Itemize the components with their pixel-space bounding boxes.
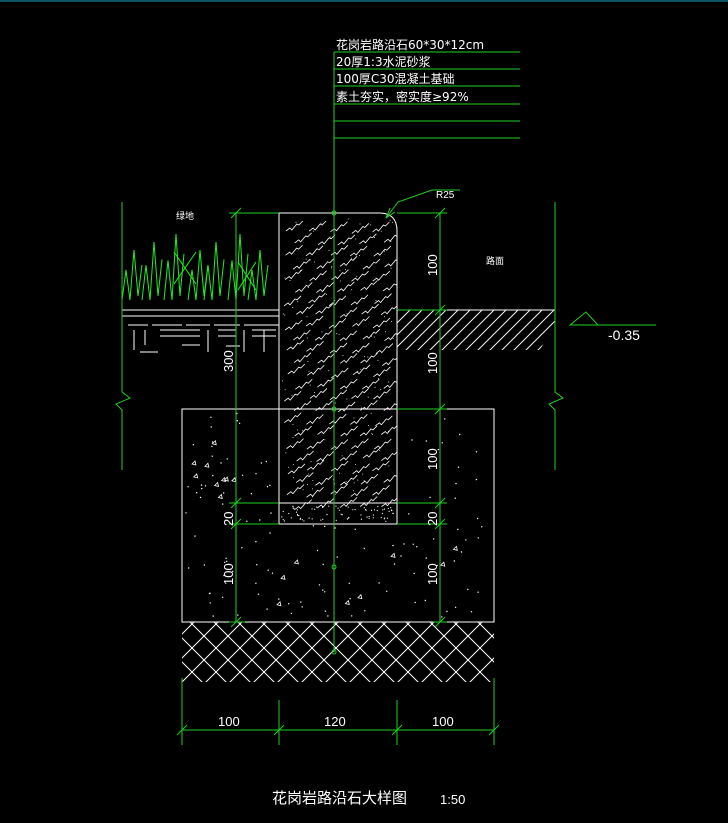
radius-label: R25 (436, 190, 455, 201)
dim-right-cushion: 20 (425, 512, 440, 526)
material-notes: 花岗岩路沿石60*30*12cm 20厚1:3水泥砂浆 100厚C30混凝土基础… (336, 37, 484, 104)
green-area-soil (122, 309, 279, 353)
dim-right-lower: 100 (425, 448, 440, 470)
note-soil: 素土夯实，密实度≥92% (336, 89, 469, 104)
drawing-scale: 1:50 (440, 792, 465, 807)
note-concrete: 100厚C30混凝土基础 (336, 71, 455, 86)
dim-bottom-left: 100 (218, 714, 240, 729)
note-mortar: 20厚1:3水泥砂浆 (336, 54, 431, 69)
dim-right-base: 100 (425, 563, 440, 585)
elevation-label: -0.35 (608, 327, 640, 343)
dim-bottom-center: 120 (324, 714, 346, 729)
green-area-label: 绿地 (176, 210, 194, 222)
dim-bottom-right: 100 (432, 714, 454, 729)
elevation-marker-icon (568, 311, 600, 326)
grass-symbols (121, 233, 269, 301)
granite-curb-stone (278, 212, 398, 525)
compacted-soil (182, 622, 494, 682)
dimension-lines (115, 51, 656, 745)
dim-right-top: 100 (425, 254, 440, 276)
road-surface-label: 路面 (486, 255, 504, 267)
dim-right-mid: 100 (425, 352, 440, 374)
dim-left-base: 100 (221, 563, 236, 585)
dim-left-cushion: 20 (221, 512, 236, 526)
road-section (397, 309, 555, 350)
note-curb-stone: 花岗岩路沿石60*30*12cm (336, 37, 484, 52)
dim-left-height: 300 (221, 350, 236, 372)
drawing-title: 花岗岩路沿石大样图 (272, 789, 407, 807)
